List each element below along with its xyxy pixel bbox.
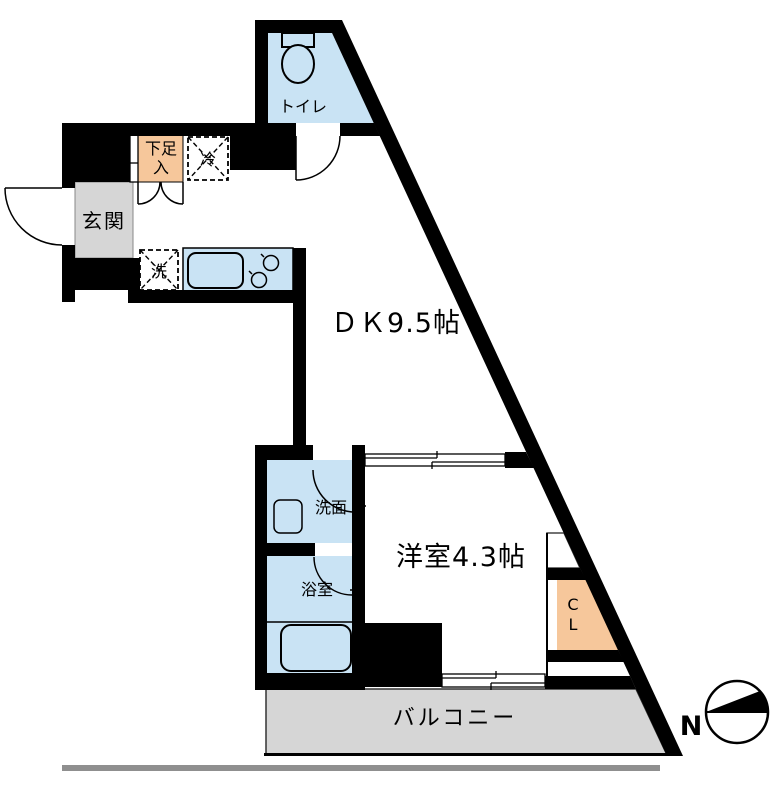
north-label: N: [680, 711, 703, 742]
ground-line: [62, 765, 660, 771]
toilet-label: トイレ: [279, 97, 327, 116]
shoe-cabinet: [137, 134, 184, 183]
bathtub: [280, 624, 352, 672]
shoe-box-label-line2: 入: [153, 158, 169, 177]
closet-label-line2: L: [569, 615, 578, 634]
washroom-sink: [273, 499, 303, 534]
balcony-window: [441, 671, 546, 690]
refrigerator-space: [187, 136, 229, 181]
western-room-label: 洋室4.3帖: [396, 542, 526, 573]
closet-floor: [557, 580, 618, 650]
compass-needle: [706, 691, 769, 712]
closet-label-line1: C: [567, 595, 578, 614]
shoe-cabinet-doors: [137, 181, 184, 205]
stove-burner-2: [250, 271, 268, 289]
north-compass: N: [680, 679, 770, 745]
stove-burner-2-notch: [248, 270, 253, 275]
walls: [62, 20, 683, 756]
sliding-door-dk-western: [364, 451, 506, 469]
balcony-label: バルコニー: [393, 706, 518, 731]
toilet-door: [295, 135, 341, 181]
stove-burner-1: [262, 254, 280, 272]
stove-burner-1-notch: [260, 253, 265, 258]
bathroom-floor: [267, 556, 352, 673]
entrance-label: 玄関: [82, 209, 126, 233]
toilet-bowl: [281, 44, 315, 84]
fridge-label: 冷: [200, 150, 216, 169]
washroom-floor: [267, 460, 352, 543]
entry-door: [4, 187, 63, 246]
bathroom-label: 浴室: [301, 580, 333, 599]
washer-label: 洗: [151, 262, 167, 281]
shoe-box-label-line1: 下足: [145, 139, 177, 158]
washroom-label: 洗面: [315, 498, 347, 517]
kitchen-sink: [187, 252, 244, 289]
dk-label: ＤＫ9.5帖: [331, 308, 461, 339]
pipe-space: [129, 134, 139, 183]
